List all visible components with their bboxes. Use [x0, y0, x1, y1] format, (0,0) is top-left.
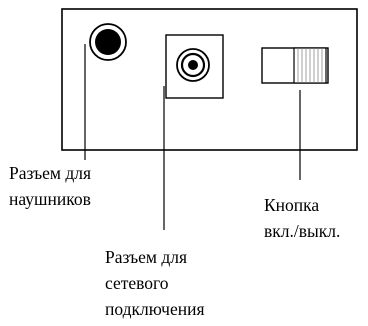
- headphone-jack-label-line-2: наушников: [9, 189, 91, 209]
- power-button-label-line-1: Кнопка: [264, 195, 320, 215]
- device-panel-outline: [61, 8, 358, 151]
- power-button-label-line-2: вкл./выкл.: [264, 221, 341, 241]
- power-jack-icon: [176, 48, 210, 82]
- power-button-label: Кнопка вкл./выкл.: [264, 192, 340, 244]
- power-switch-icon: [261, 47, 329, 84]
- power-jack-housing: [165, 34, 224, 99]
- headphone-jack-label: Разъем для наушников: [9, 160, 91, 212]
- headphone-jack-label-line-1: Разъем для: [9, 163, 92, 183]
- power-jack-label-line-1: Разъем для: [105, 247, 188, 267]
- power-jack-label: Разъем для сетевого подключения: [105, 244, 205, 322]
- power-jack-label-line-3: подключения: [105, 299, 205, 319]
- power-jack-label-line-2: сетевого: [105, 273, 169, 293]
- headphone-jack-icon: [89, 23, 127, 61]
